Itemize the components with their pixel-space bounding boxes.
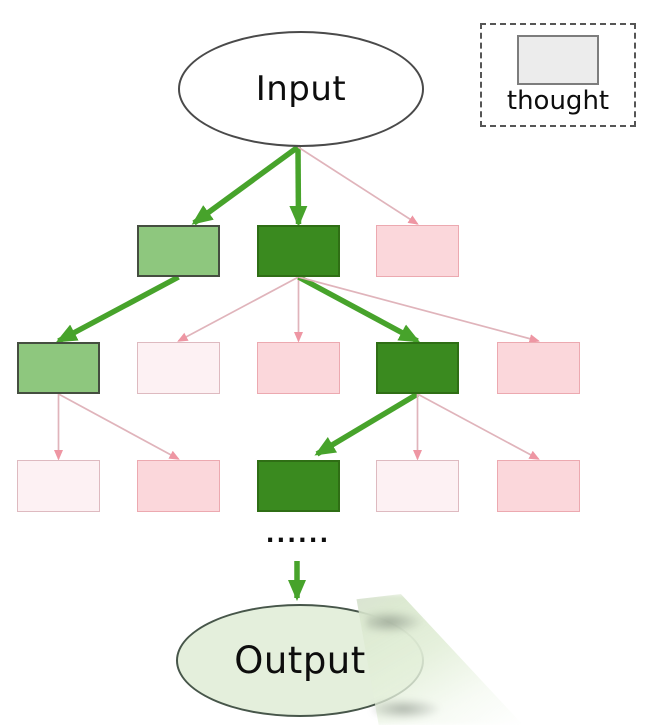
input-node: Input: [178, 31, 424, 147]
edge-input-t1-3: [297, 146, 419, 225]
thought-node-t3-1: [17, 460, 100, 512]
edge-input-t1-2: [289, 146, 308, 227]
thought-node-t2-1: [17, 342, 100, 394]
smear-smudge-bottom: [372, 698, 442, 720]
edge-t1-1-t2-1: [55, 274, 180, 344]
edge-t1-2-t2-5: [298, 276, 540, 344]
thought-node-t1-2: [257, 225, 340, 277]
thought-node-t3-2: [137, 460, 220, 512]
input-label: Input: [255, 69, 347, 109]
ellipsis-text: ......: [265, 522, 331, 548]
thought-node-t3-4: [376, 460, 459, 512]
legend: thought: [480, 23, 636, 127]
thought-node-t2-3: [257, 342, 340, 394]
thought-node-t2-2: [137, 342, 220, 394]
thought-node-t1-3: [376, 225, 459, 277]
thought-node-t2-4: [376, 342, 459, 394]
edge-t2-1-t3-2: [58, 393, 180, 460]
thought-node-t3-3: [257, 460, 340, 512]
thought-node-t3-5: [497, 460, 580, 512]
edge-t1-2-t2-4: [297, 274, 421, 344]
edge-t2-4-t3-5: [417, 393, 540, 460]
legend-thought-swatch: [517, 34, 599, 85]
thought-node-t2-5: [497, 342, 580, 394]
output-label: Output: [234, 639, 366, 682]
edge-input-t1-1: [191, 144, 300, 226]
edge-t1-2-t2-2: [177, 276, 299, 342]
legend-label: thought: [506, 85, 610, 116]
smear-smudge-top: [366, 610, 424, 634]
thought-node-t1-1: [137, 225, 220, 277]
edge-t2-4-t3-3: [314, 391, 419, 457]
